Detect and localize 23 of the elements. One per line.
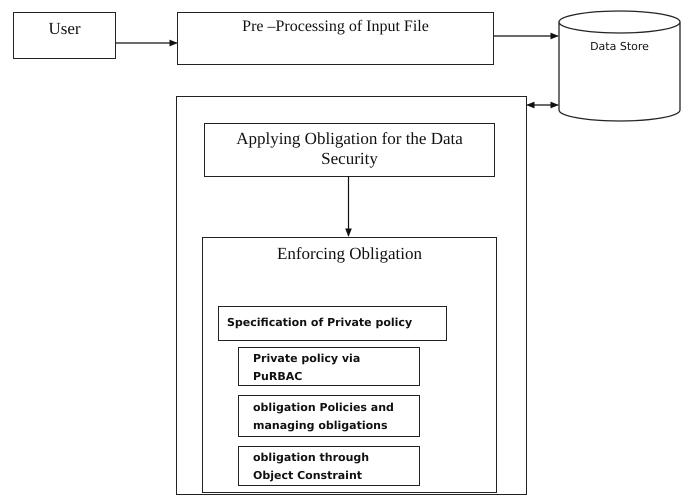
box-label: Applying Obligation for the Data Security bbox=[235, 129, 464, 170]
cylinder-label: Data Store bbox=[589, 40, 650, 53]
arrow bbox=[345, 176, 352, 237]
process-box bbox=[238, 347, 420, 386]
box-label: obligation Policies and managing obligations bbox=[252, 400, 395, 434]
process-box bbox=[238, 395, 420, 437]
box-label: Pre –Processing of Input File bbox=[241, 17, 430, 36]
data-store-cylinder bbox=[558, 10, 681, 122]
box-label: Private policy via PuRBAC bbox=[252, 351, 362, 385]
arrow bbox=[116, 40, 178, 46]
box-label: Enforcing Obligation bbox=[276, 244, 423, 264]
arrow bbox=[526, 102, 559, 108]
process-box bbox=[177, 12, 494, 65]
arrow bbox=[494, 32, 559, 40]
process-box bbox=[204, 123, 495, 177]
box-label: obligation through Object Constraint bbox=[252, 450, 370, 484]
container-box bbox=[176, 96, 527, 495]
process-box bbox=[13, 12, 116, 59]
box-label: Specification of Private policy bbox=[226, 316, 414, 330]
box-label: User bbox=[47, 19, 82, 40]
process-box bbox=[238, 446, 420, 486]
process-box bbox=[218, 306, 447, 341]
process-box bbox=[202, 237, 497, 493]
